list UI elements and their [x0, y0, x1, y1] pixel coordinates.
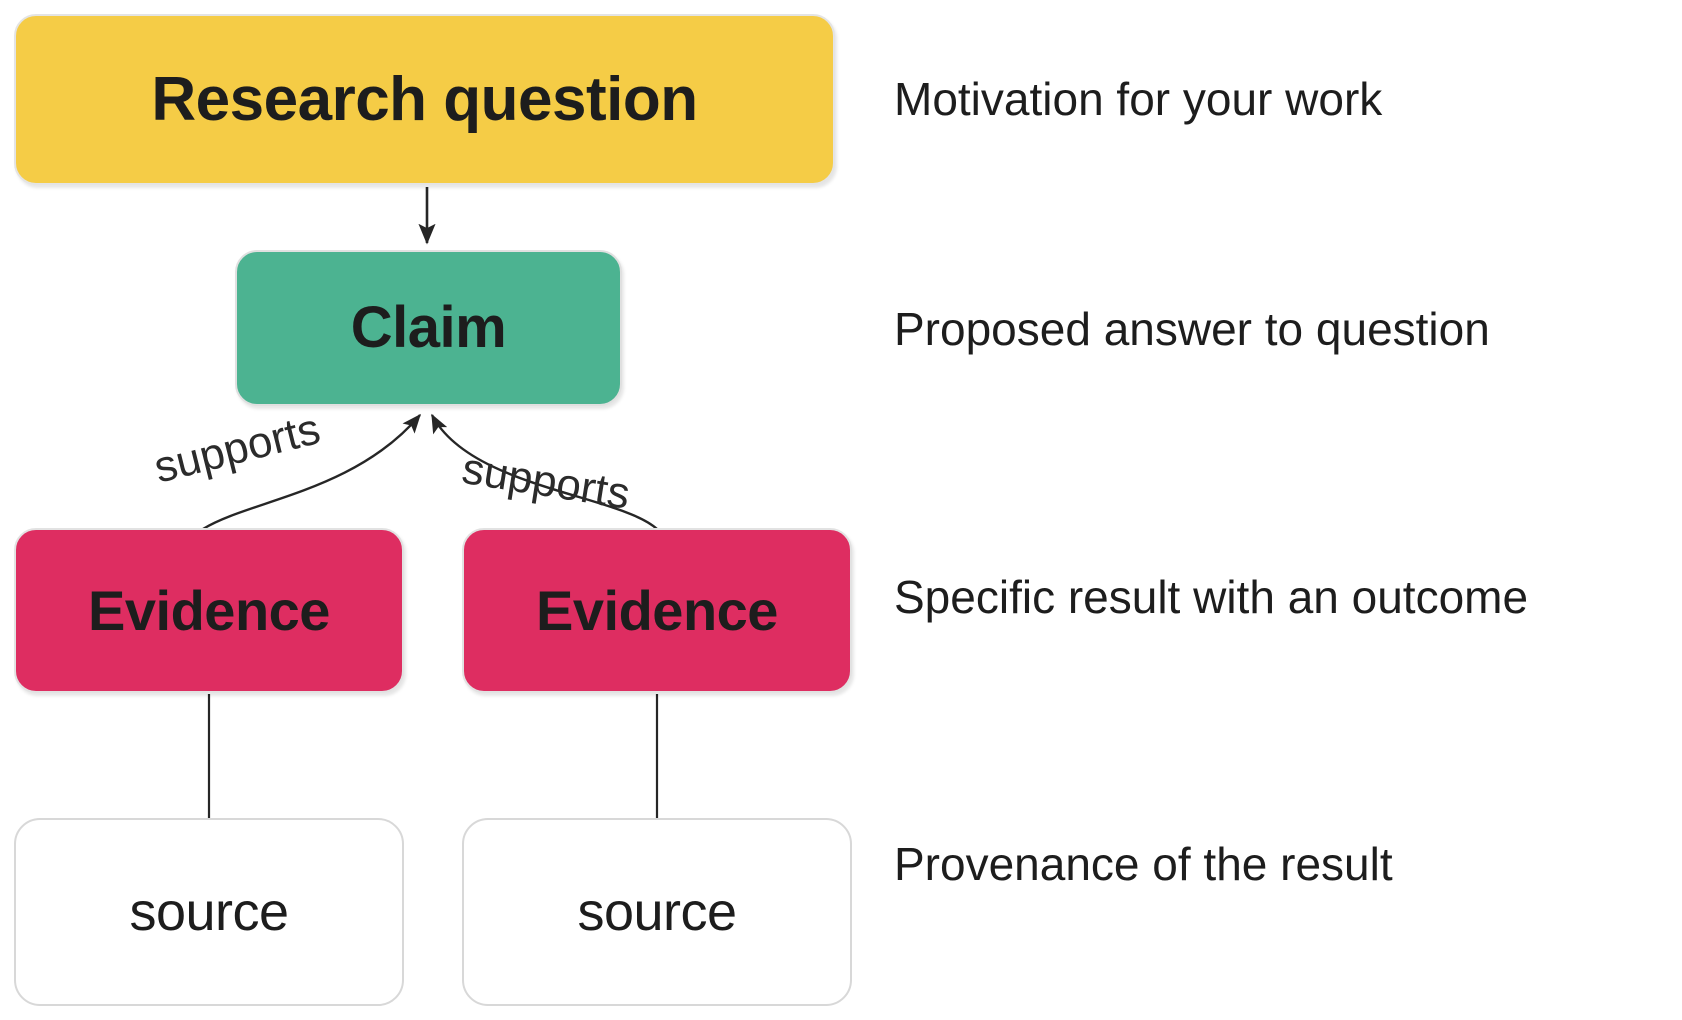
annotation-research-question: Motivation for your work — [894, 73, 1383, 125]
node-research-question[interactable]: Research question — [14, 14, 835, 185]
edge-label-supports-right: supports — [458, 444, 634, 519]
node-evidence-left[interactable]: Evidence — [14, 528, 404, 693]
node-evidence-right[interactable]: Evidence — [462, 528, 852, 693]
node-claim[interactable]: Claim — [235, 250, 622, 406]
node-evidence-left-label: Evidence — [88, 578, 330, 642]
node-source-right-label: source — [577, 882, 737, 942]
annotation-claim: Proposed answer to question — [894, 303, 1490, 355]
node-research-question-label: Research question — [151, 64, 698, 134]
node-evidence-right-label: Evidence — [536, 578, 778, 642]
edge-label-supports-left: supports — [149, 404, 325, 493]
node-source-left[interactable]: source — [14, 818, 404, 1006]
node-source-right[interactable]: source — [462, 818, 852, 1006]
annotation-evidence: Specific result with an outcome — [894, 571, 1529, 623]
node-source-left-label: source — [129, 882, 289, 942]
node-claim-label: Claim — [350, 295, 507, 360]
annotation-source: Provenance of the result — [894, 838, 1393, 890]
